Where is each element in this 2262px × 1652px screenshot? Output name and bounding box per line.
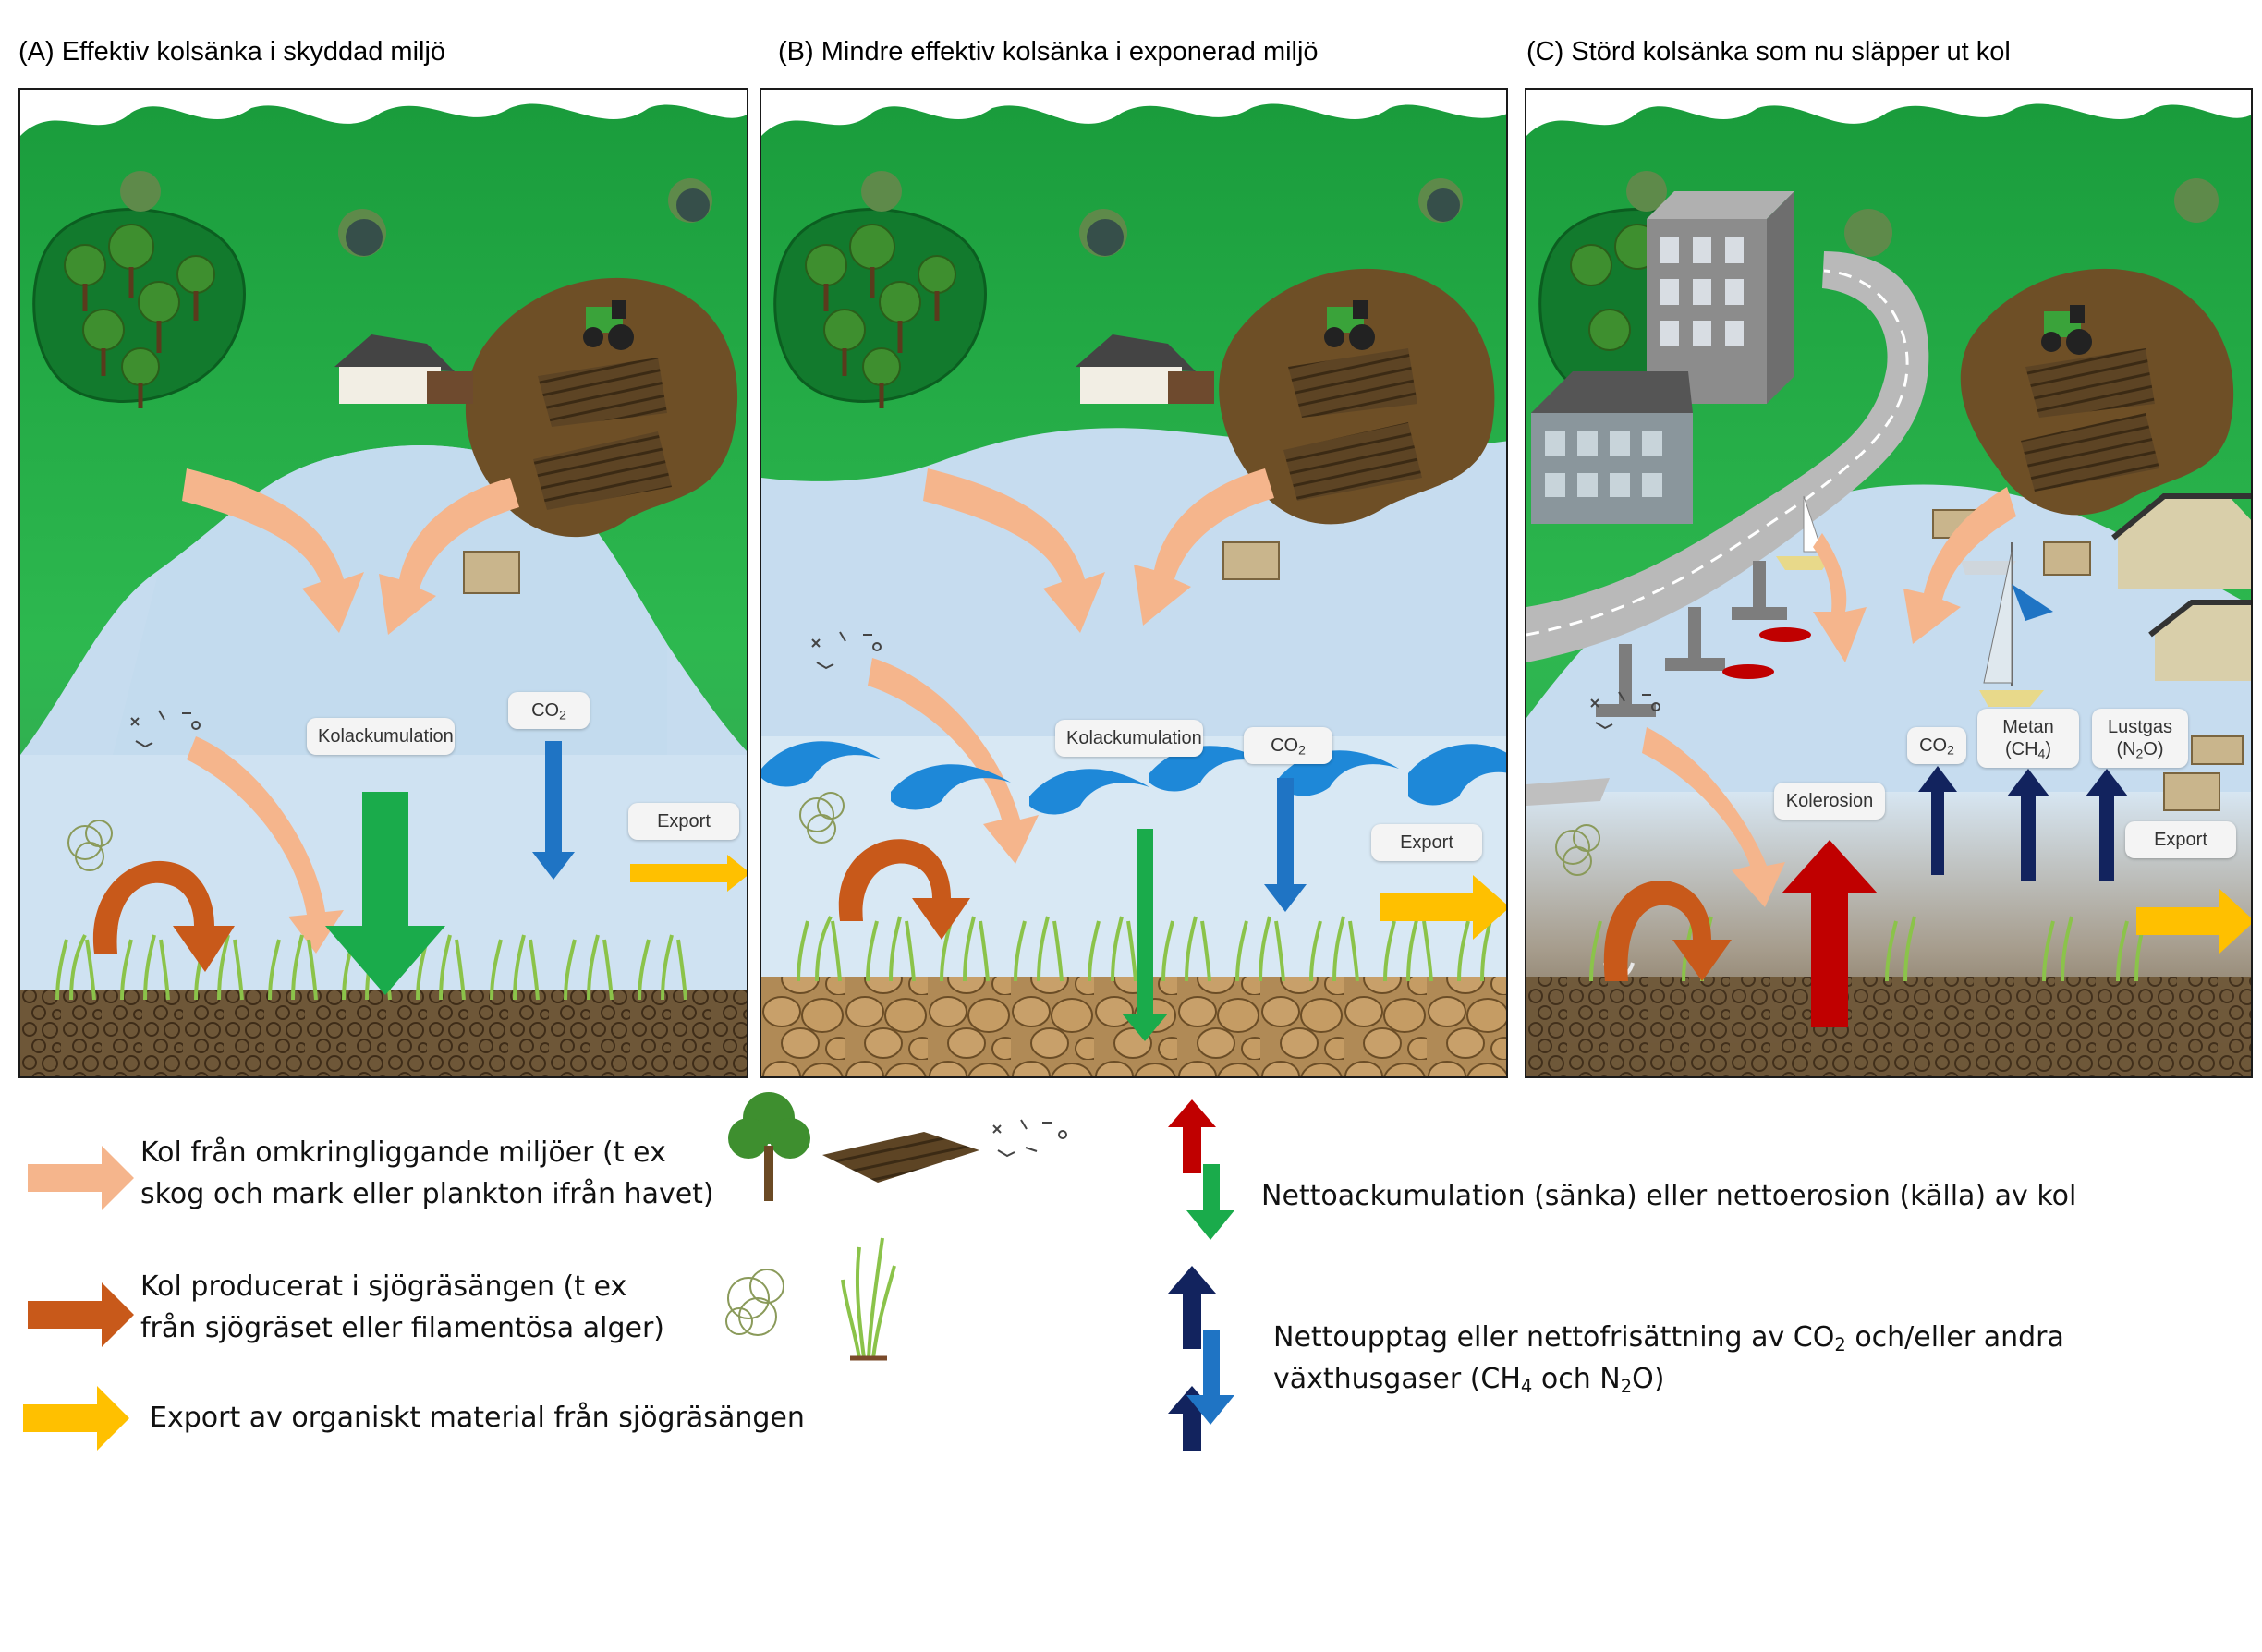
panel-c-title: (C) Störd kolsänka som nu släpper ut kol: [1526, 37, 2011, 67]
panel-c-erosion-label: Kolerosion: [1774, 783, 1885, 820]
panel-c-methane-label: Metan(CH4): [1977, 709, 2079, 768]
legend-field-icon: [822, 1132, 979, 1183]
panel-c-nitrous-label: Lustgas(N2O): [2092, 709, 2188, 768]
legend-export-arrow: [23, 1386, 129, 1451]
panel-a-export-label: Export: [628, 803, 739, 840]
legend-export-text: Export av organiskt material från sjögrä…: [150, 1402, 805, 1434]
panel-c-co2-label: CO2: [1907, 727, 1966, 764]
legend-gas-exchange-text: Nettoupptag eller nettofrisättning av CO…: [1273, 1321, 2064, 1397]
panel-b-title: (B) Mindre effektiv kolsänka i exponerad…: [778, 37, 1319, 67]
panel-c-scene: [1526, 90, 2251, 1076]
panel-a-title: (A) Effektiv kolsänka i skyddad miljö: [18, 37, 446, 67]
legend-gas-exchange-icon: [1168, 1266, 1234, 1451]
legend-produced-arrow: [28, 1282, 134, 1347]
legend-tree-icon: [728, 1092, 810, 1201]
legend-plankton-icon: [992, 1119, 1067, 1158]
panel-a-accumulation-label: Kolackumulation: [307, 718, 455, 755]
legend-algae-icon: [725, 1269, 784, 1336]
legend-surrounding-text: Kol från omkringliggande miljöer (t ex s…: [140, 1136, 714, 1210]
panel-a-co2-label: CO2: [508, 692, 590, 729]
panel-b-co2-label: CO2: [1244, 727, 1332, 764]
panel-b: Kolackumulation CO2 Export: [760, 88, 1508, 1078]
legend-net-accumulation-text: Nettoackumulation (sänka) eller nettoero…: [1261, 1180, 2077, 1212]
panel-a: Kolackumulation CO2 Export: [18, 88, 748, 1078]
legend-produced-text: Kol producerat i sjögräsängen (t ex från…: [140, 1270, 664, 1344]
panel-b-scene: [761, 90, 1506, 1076]
panel-a-scene: [20, 90, 747, 1076]
panel-c: Kolerosion CO2 Metan(CH4) Lustgas(N2O) E…: [1525, 88, 2253, 1078]
panel-b-accumulation-label: Kolackumulation: [1055, 720, 1203, 757]
legend-surrounding-arrow: [28, 1146, 134, 1210]
legend-seagrass-icon: [841, 1237, 896, 1361]
panel-b-export-label: Export: [1371, 824, 1482, 861]
panel-c-export-label: Export: [2125, 821, 2236, 858]
legend-net-accumulation-icon: [1168, 1099, 1234, 1240]
legend-graphics: [23, 1092, 1234, 1451]
